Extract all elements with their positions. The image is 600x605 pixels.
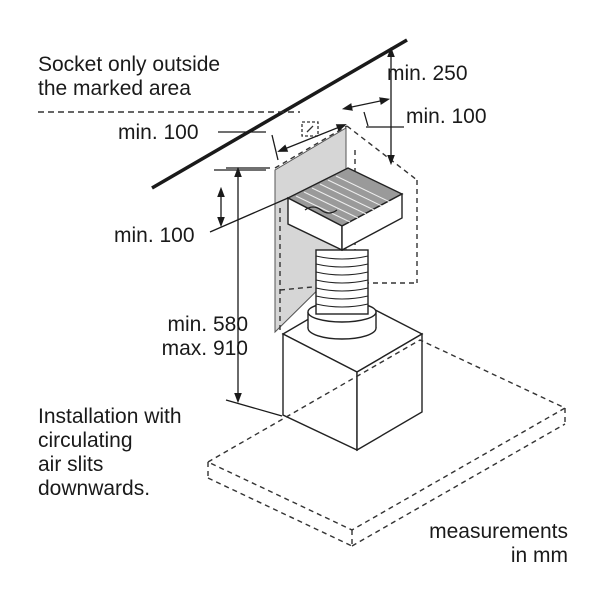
dimension-height-range bbox=[225, 166, 283, 417]
height-range-line-1: min. 580 bbox=[167, 313, 248, 336]
socket-note-line-1: Socket only outside bbox=[38, 53, 221, 76]
socket-symbol bbox=[301, 121, 319, 137]
air-duct bbox=[307, 249, 377, 340]
units-note-line-1: measurements bbox=[429, 520, 568, 543]
filter-unit bbox=[286, 167, 404, 252]
ceiling-line bbox=[151, 38, 408, 190]
floor-outline bbox=[206, 339, 567, 547]
height-range-line-2: max. 910 bbox=[161, 337, 248, 360]
socket-note-line-2: the marked area bbox=[38, 77, 191, 100]
dimension-min-100-left bbox=[218, 124, 347, 161]
installation-note-line-4: downwards. bbox=[38, 477, 151, 500]
dimension-min-100-mid-label: min. 100 bbox=[114, 224, 195, 247]
installation-note-line-2: circulating bbox=[38, 429, 133, 452]
dimension-min-250-label: min. 250 bbox=[387, 62, 468, 85]
dimension-min-100-right bbox=[341, 97, 404, 128]
dimension-min-100-right-label: min. 100 bbox=[406, 105, 487, 128]
installation-note-line-1: Installation with bbox=[38, 405, 182, 428]
units-note-line-2: in mm bbox=[510, 544, 568, 567]
dimension-min-100-left-label: min. 100 bbox=[118, 121, 199, 144]
installation-note-line-3: air slits bbox=[38, 453, 104, 476]
